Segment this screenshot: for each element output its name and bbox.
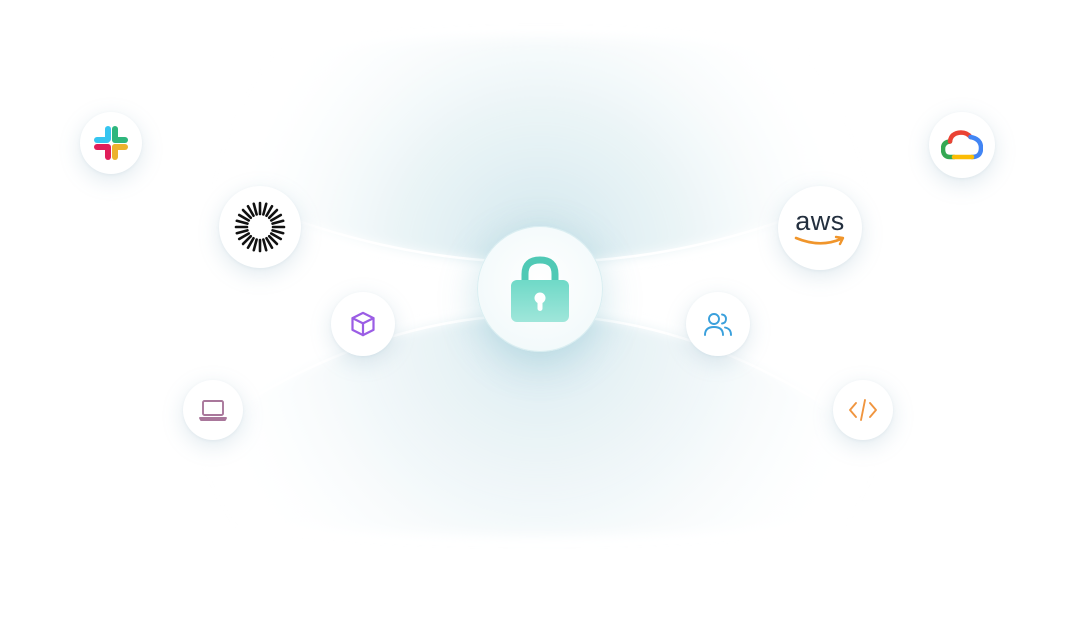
users-icon [704,313,732,336]
cube-icon [351,311,375,337]
aws-logo-text: aws [795,205,845,236]
amazon-smile-icon [794,235,845,245]
slack-icon [94,126,128,160]
slack-node [80,112,142,174]
code-icon [849,399,877,421]
laptop-node [183,380,243,440]
sunburst-icon [234,201,286,253]
laptop-icon [199,400,227,421]
cube-node [331,292,395,356]
aws-logo: aws [793,205,847,247]
sunburst-node [219,186,301,268]
lock-icon [511,256,569,322]
users-node [686,292,750,356]
center-lock-node [477,226,603,352]
google-cloud-icon [941,130,983,160]
google-cloud-node [929,112,995,178]
lower-glow [100,315,960,535]
code-node [833,380,893,440]
aws-node: aws [778,186,862,270]
